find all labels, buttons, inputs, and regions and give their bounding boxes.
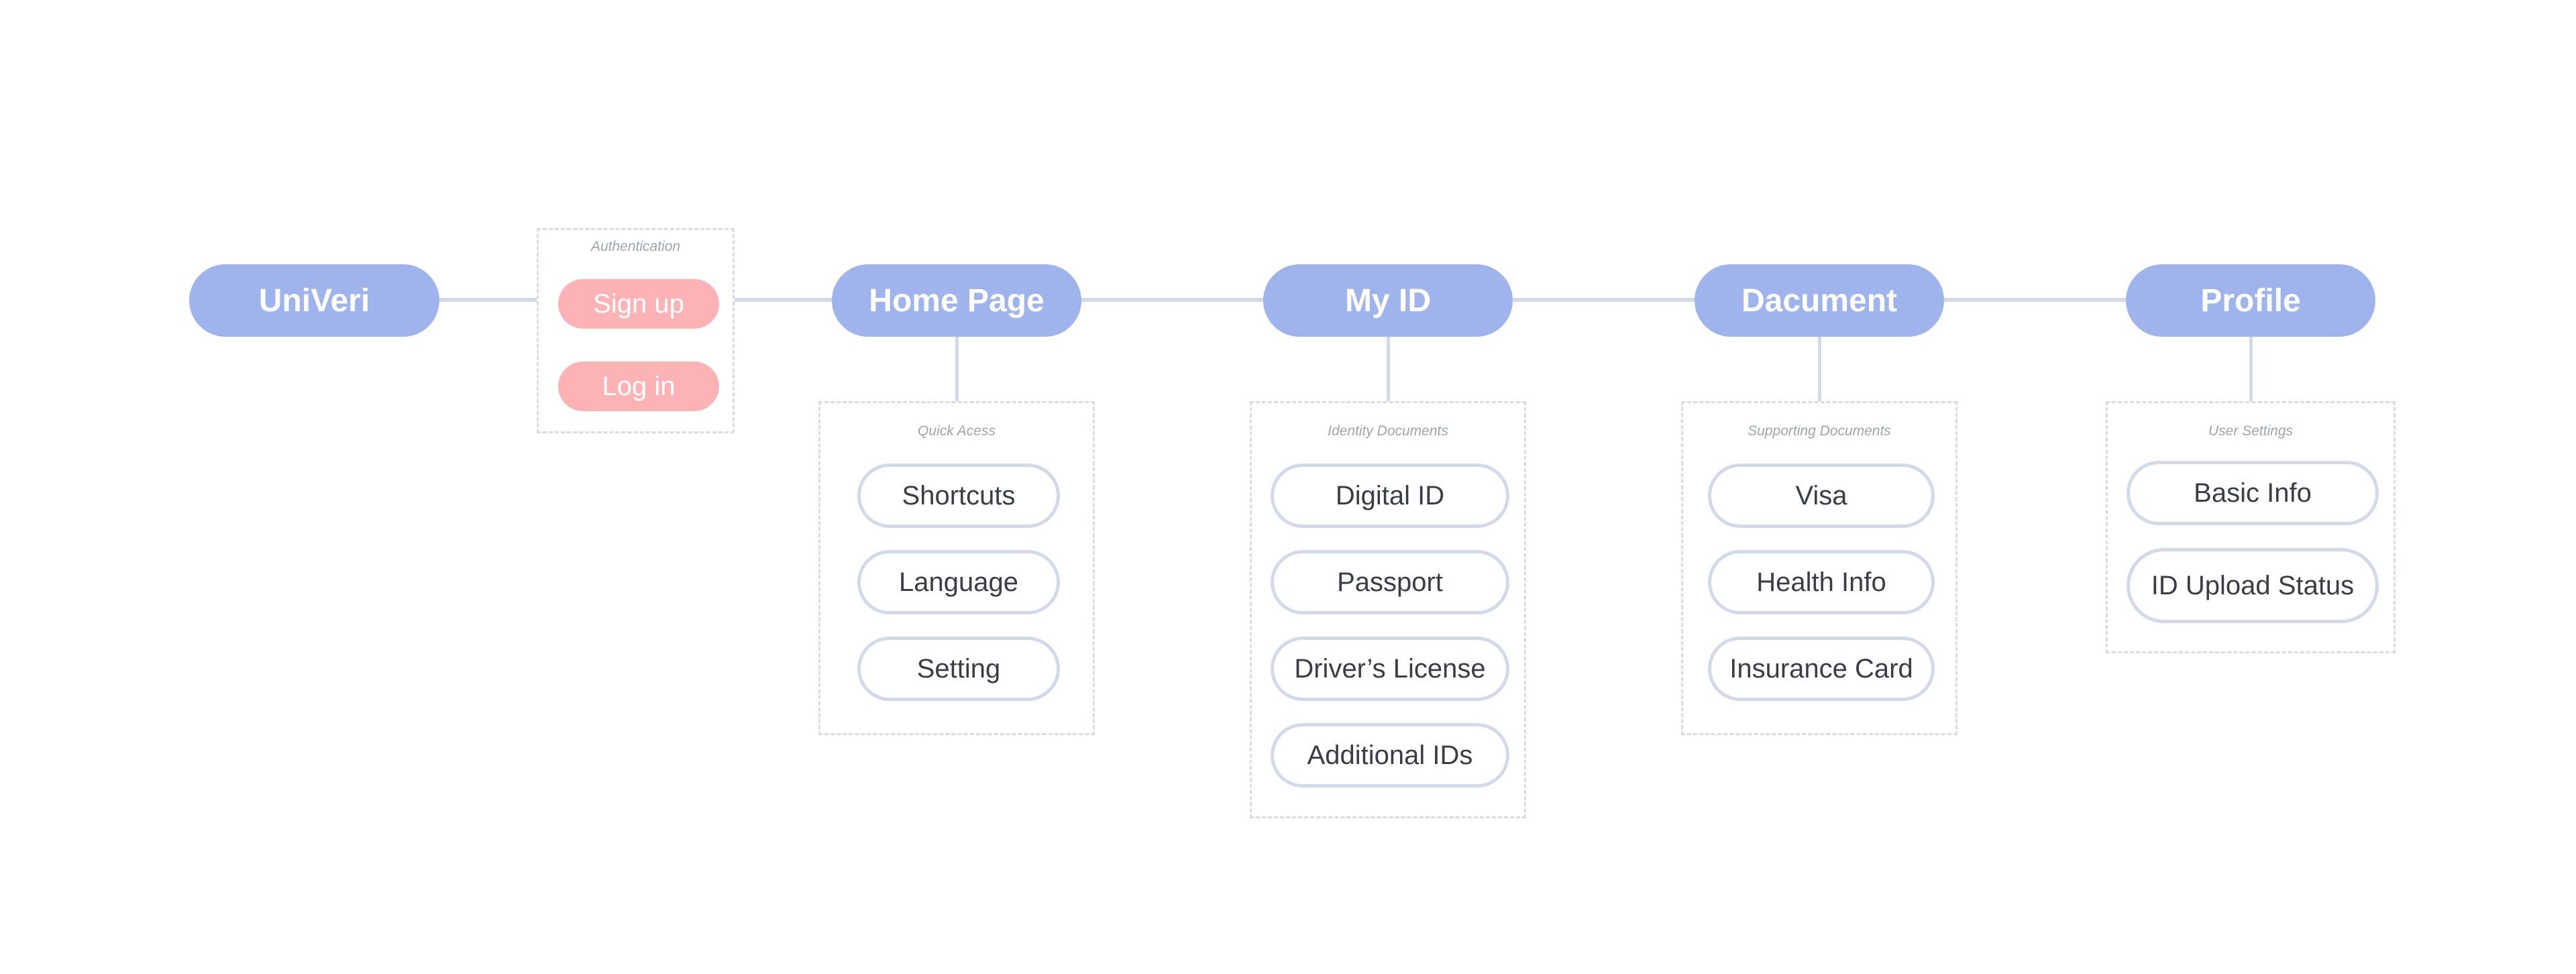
supporting-documents-group-title: Supporting Documents	[1748, 423, 1891, 439]
quick-access-item-shortcuts[interactable]: Shortcuts	[857, 464, 1060, 528]
authentication-group: Authentication Sign up Log in	[537, 228, 735, 433]
node-document[interactable]: Dacument	[1695, 264, 1944, 337]
supporting-item-visa[interactable]: Visa	[1708, 464, 1935, 528]
supporting-item-insurance-card[interactable]: Insurance Card	[1708, 637, 1935, 701]
quick-access-group-title: Quick Acess	[918, 423, 996, 439]
identity-documents-group-title: Identity Documents	[1328, 423, 1448, 439]
connector-myid-document	[1513, 298, 1697, 302]
connector-auth-homepage	[735, 298, 832, 302]
node-my-id[interactable]: My ID	[1263, 264, 1513, 337]
node-univeri[interactable]: UniVeri	[189, 264, 439, 337]
identity-documents-group: Identity Documents Digital ID Passport D…	[1250, 401, 1526, 818]
quick-access-group: Quick Acess Shortcuts Language Setting	[818, 401, 1095, 735]
identity-item-passport[interactable]: Passport	[1271, 550, 1509, 614]
connector-profile-usersettings	[2249, 337, 2253, 401]
log-in-button[interactable]: Log in	[558, 362, 719, 411]
connector-homepage-quickaccess	[955, 337, 959, 401]
connector-document-profile	[1944, 298, 2129, 302]
identity-item-additional-ids[interactable]: Additional IDs	[1271, 723, 1509, 788]
node-profile[interactable]: Profile	[2126, 264, 2375, 337]
user-settings-group-title: User Settings	[2208, 423, 2294, 439]
connector-myid-identitydocs	[1387, 337, 1390, 401]
quick-access-item-setting[interactable]: Setting	[857, 637, 1060, 701]
user-settings-item-id-upload-status[interactable]: ID Upload Status	[2127, 548, 2379, 623]
identity-item-digital-id[interactable]: Digital ID	[1271, 464, 1509, 528]
connector-univeri-auth	[439, 298, 537, 302]
connector-homepage-myid	[1081, 298, 1266, 302]
identity-item-drivers-license[interactable]: Driver’s License	[1271, 637, 1509, 701]
user-settings-item-basic-info[interactable]: Basic Info	[2127, 461, 2379, 525]
supporting-item-health-info[interactable]: Health Info	[1708, 550, 1935, 614]
user-settings-group: User Settings Basic Info ID Upload Statu…	[2106, 401, 2396, 653]
quick-access-item-language[interactable]: Language	[857, 550, 1060, 614]
sign-up-button[interactable]: Sign up	[558, 279, 719, 329]
authentication-group-title: Authentication	[590, 239, 681, 254]
supporting-documents-group: Supporting Documents Visa Health Info In…	[1681, 401, 1957, 735]
node-home-page[interactable]: Home Page	[832, 264, 1081, 337]
connector-document-supportingdocs	[1818, 337, 1821, 401]
